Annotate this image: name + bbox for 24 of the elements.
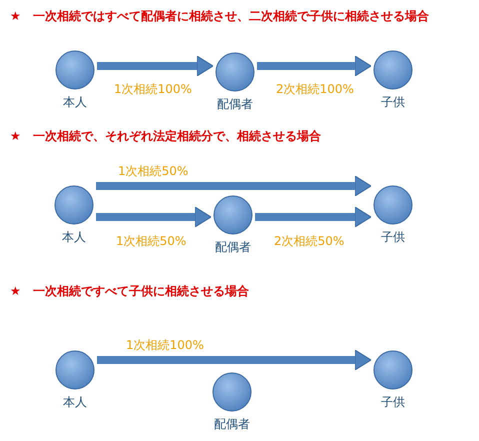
- heading-text: ★ 一次相続ですべて子供に相続させる場合: [10, 283, 249, 300]
- edge-label: 1次相続100%: [113, 81, 193, 98]
- edge-label: 1次相続50%: [117, 163, 190, 180]
- person-label: 配偶者: [214, 416, 250, 433]
- arrow: [96, 206, 212, 228]
- edge-label: 1次相続50%: [115, 233, 188, 250]
- arrow: [257, 56, 372, 76]
- arrow: [255, 206, 372, 228]
- person-label: 子供: [381, 229, 405, 246]
- edge-label: 2次相続100%: [275, 81, 355, 98]
- arrow: [96, 176, 372, 196]
- person-label: 子供: [381, 94, 405, 111]
- arrow: [97, 350, 372, 370]
- person-label: 本人: [63, 394, 87, 411]
- edge-label: 1次相続100%: [125, 337, 205, 354]
- person-label: 子供: [381, 394, 405, 411]
- heading-text: ★ 一次相続ではすべて配偶者に相続させ、二次相続で子供に相続させる場合: [10, 8, 429, 25]
- arrow: [97, 56, 214, 76]
- person-label: 本人: [63, 94, 87, 111]
- person-label: 本人: [62, 229, 86, 246]
- heading-text: ★ 一次相続で、それぞれ法定相続分で、相続させる場合: [10, 128, 321, 145]
- edge-label: 2次相続50%: [273, 233, 346, 250]
- person-label: 配偶者: [215, 239, 251, 256]
- person-label: 配偶者: [217, 96, 253, 113]
